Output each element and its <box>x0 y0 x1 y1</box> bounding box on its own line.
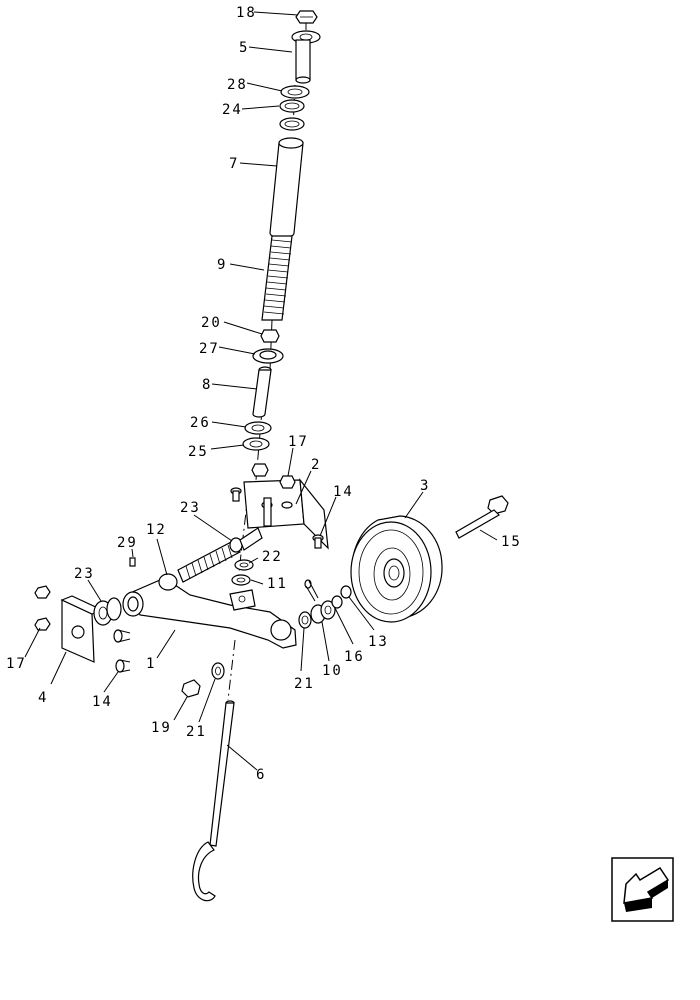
washer-28 <box>280 85 310 99</box>
bolt-14-bracket <box>230 487 324 549</box>
sleeve-5 <box>291 30 321 84</box>
callout-14-right: 14 <box>333 484 354 500</box>
callout-6: 6 <box>256 767 266 783</box>
callout-22: 22 <box>262 549 283 565</box>
callout-26: 26 <box>190 415 211 431</box>
bushing-23-left <box>93 597 122 626</box>
callout-12: 12 <box>146 522 167 538</box>
washer-22 <box>234 559 254 571</box>
callout-21-right: 21 <box>294 676 315 692</box>
callout-2: 2 <box>311 457 321 473</box>
callout-11: 11 <box>267 576 288 592</box>
bolt-14-plate <box>113 629 131 673</box>
callout-15: 15 <box>501 534 522 550</box>
callout-21-lower: 21 <box>186 724 207 740</box>
spring-9 <box>261 235 293 321</box>
washer-27 <box>252 348 284 364</box>
spacer-10 <box>310 600 336 624</box>
callout-16: 16 <box>344 649 365 665</box>
tube-7 <box>269 137 304 239</box>
callout-23-top: 23 <box>180 500 201 516</box>
callout-10: 10 <box>322 663 343 679</box>
fitting-29 <box>129 557 136 567</box>
washer-21-lower <box>211 662 225 680</box>
bolt-15 <box>455 495 509 539</box>
nut-19 <box>181 679 201 698</box>
washer-21-right <box>298 611 312 629</box>
nut-17-plate <box>34 585 51 631</box>
nut-13 <box>331 585 352 609</box>
callout-20: 20 <box>201 315 222 331</box>
callout-4: 4 <box>38 690 48 706</box>
nut-20 <box>260 329 280 343</box>
callout-8: 8 <box>202 377 212 393</box>
callout-25: 25 <box>188 444 209 460</box>
callout-14-left: 14 <box>92 694 113 710</box>
callouts: 18 5 28 24 7 9 20 27 8 26 25 17 2 14 23 … <box>6 5 522 783</box>
callout-18: 18 <box>236 5 257 21</box>
bushing-11 <box>231 574 251 586</box>
callout-17-top: 17 <box>288 434 309 450</box>
washer-24 <box>279 99 305 131</box>
arrow-lower-left-icon[interactable] <box>611 857 674 922</box>
rod-8 <box>252 366 272 418</box>
callout-1: 1 <box>146 656 156 672</box>
spring-23-arm <box>177 527 263 583</box>
callout-17-left: 17 <box>6 656 27 672</box>
arm-1 <box>122 573 297 649</box>
callout-27: 27 <box>199 341 220 357</box>
nut-18 <box>295 10 318 24</box>
pulley-3 <box>350 515 443 623</box>
callout-29: 29 <box>117 535 138 551</box>
washer-25 <box>242 437 270 451</box>
callout-28: 28 <box>227 77 248 93</box>
leader-lines <box>24 11 498 771</box>
callout-3: 3 <box>420 478 430 494</box>
nut-17-upper <box>251 463 296 489</box>
callout-7: 7 <box>229 156 239 172</box>
callout-24: 24 <box>222 102 243 118</box>
callout-5: 5 <box>239 40 249 56</box>
callout-23-left: 23 <box>74 566 95 582</box>
callout-19: 19 <box>151 720 172 736</box>
callout-9: 9 <box>217 257 227 273</box>
bolt-16 <box>304 579 319 602</box>
callout-13: 13 <box>368 634 389 650</box>
plate-4 <box>60 595 104 663</box>
washer-26 <box>244 421 272 435</box>
rod-6 <box>192 700 235 902</box>
